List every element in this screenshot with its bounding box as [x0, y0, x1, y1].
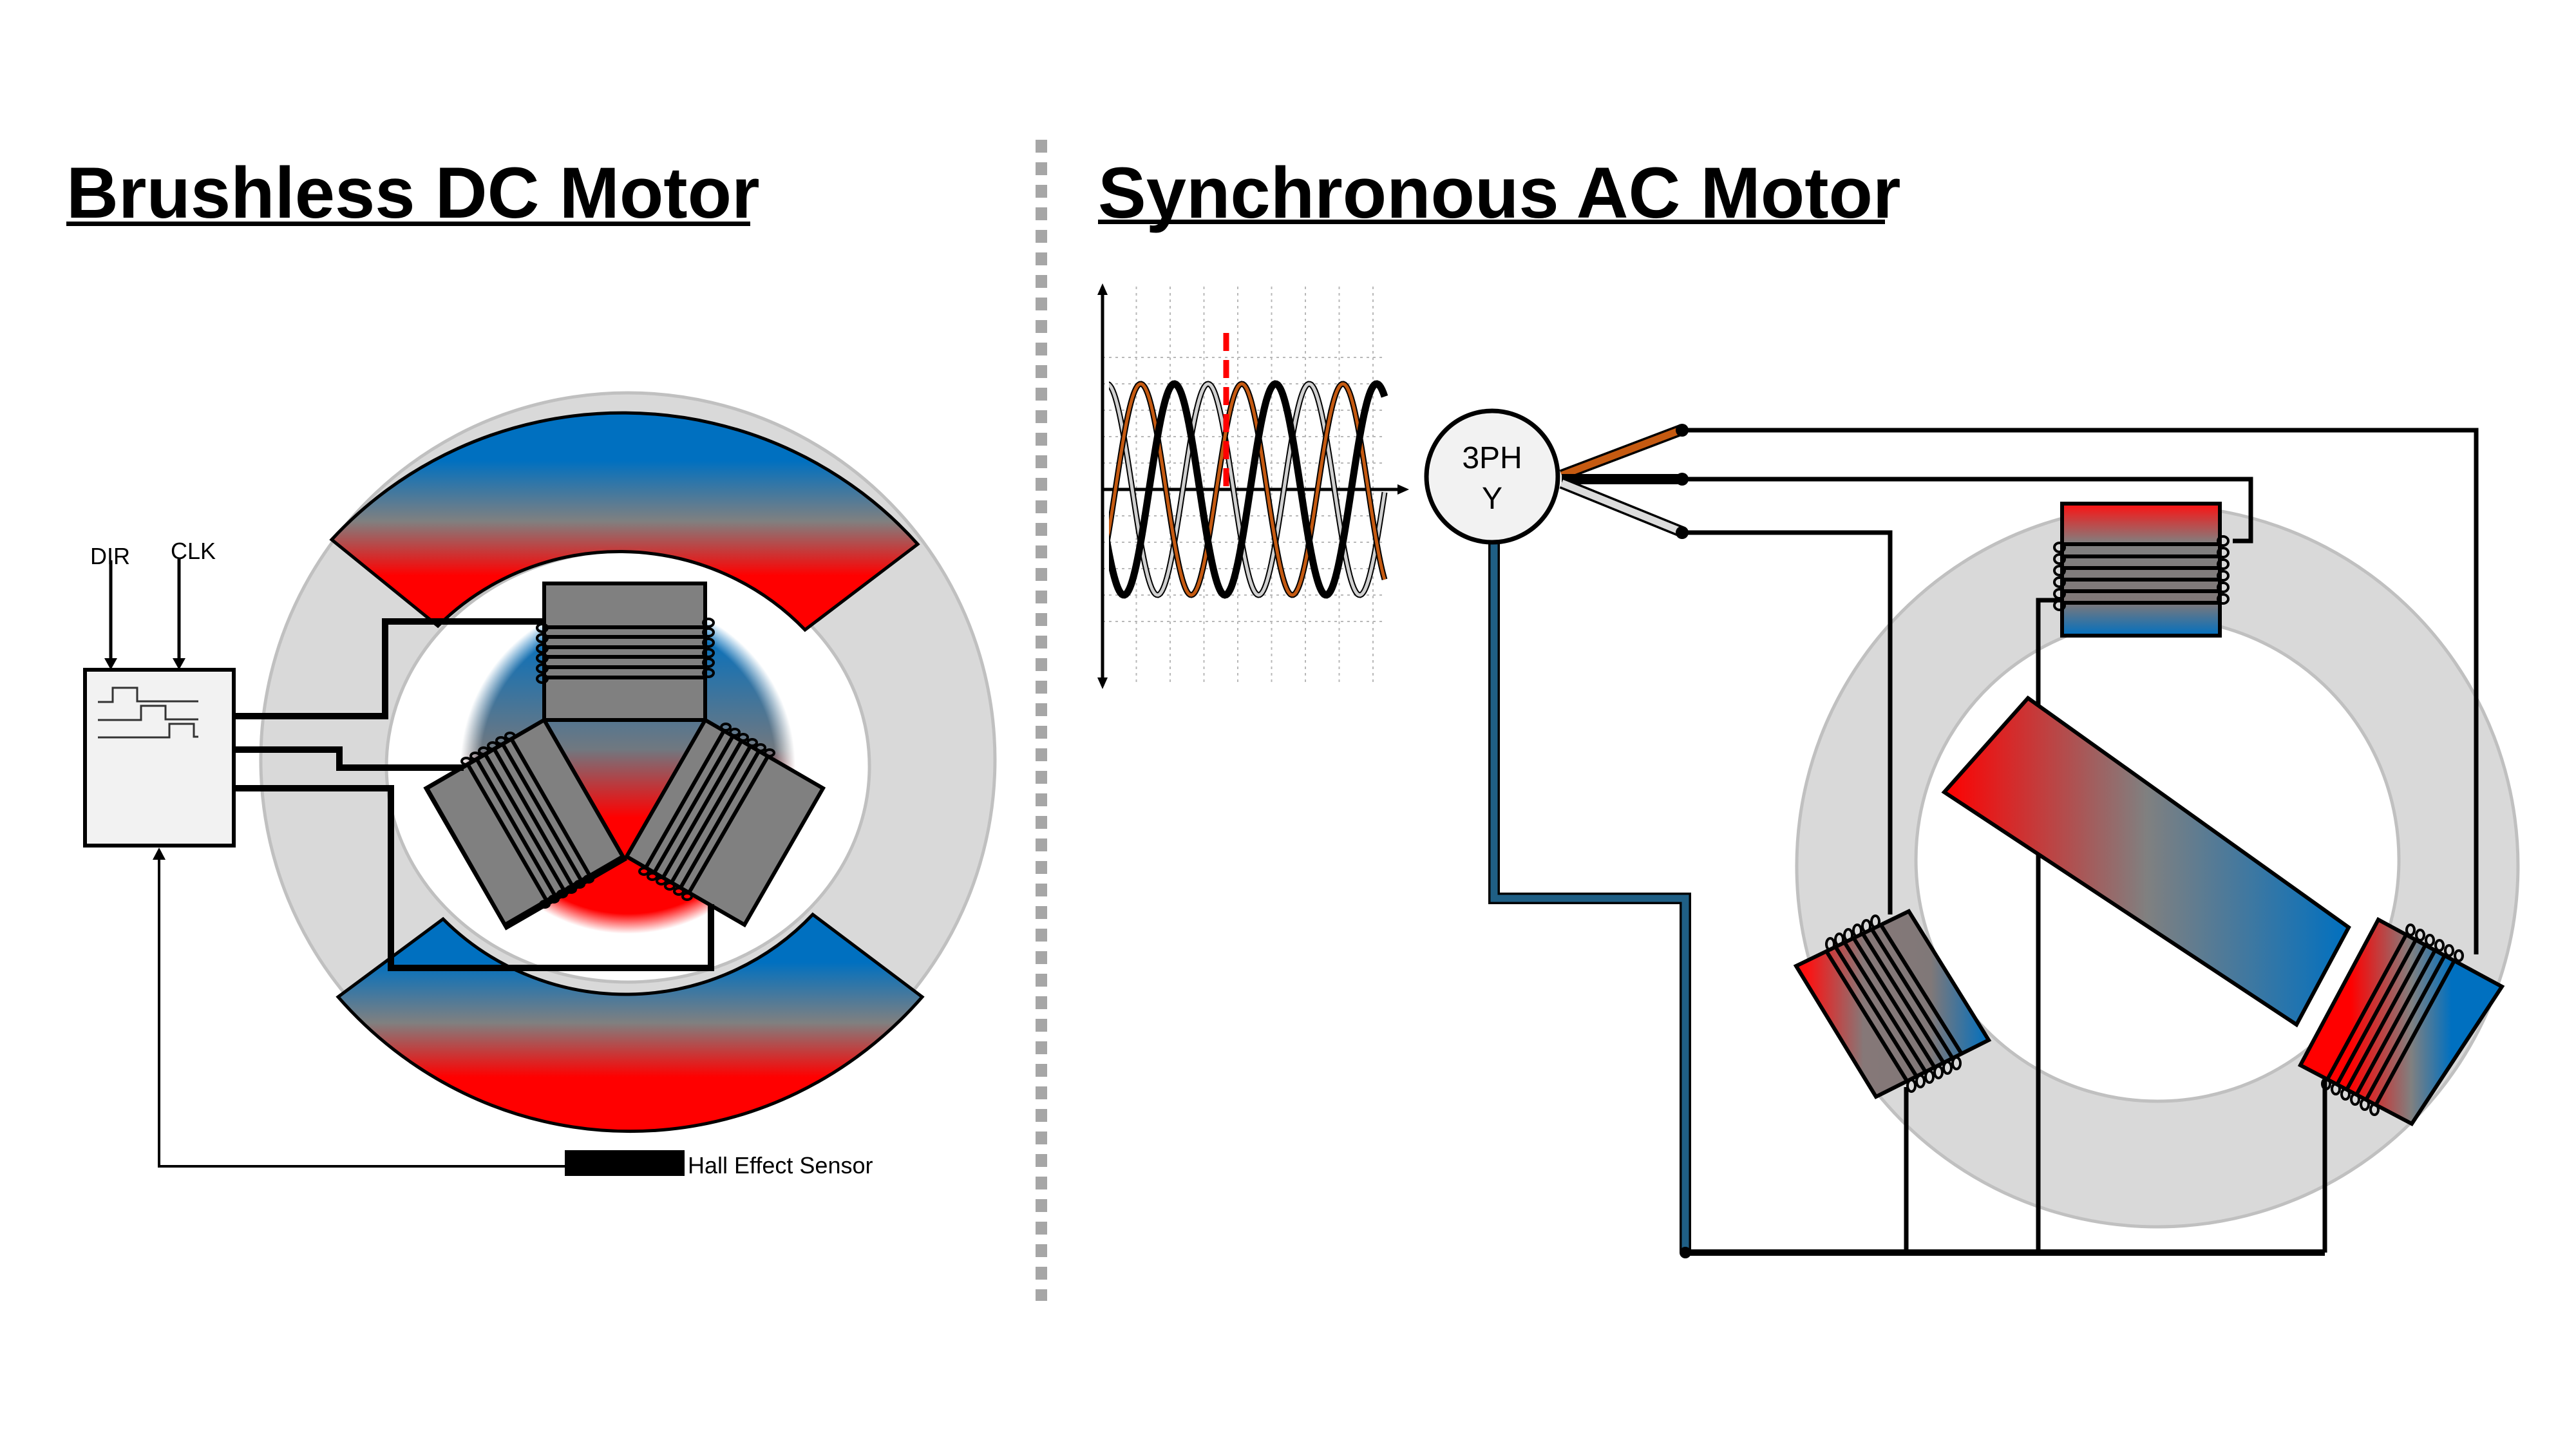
hall-feedback-wire	[158, 858, 570, 1168]
bldc-phase-wire-2	[233, 746, 464, 771]
source-circle	[1424, 408, 1560, 545]
dir-arrow-head-icon	[104, 658, 117, 670]
bldc-controller	[83, 668, 236, 848]
phase-a-lead	[1560, 426, 1683, 479]
phase-b-wire	[1682, 477, 2253, 544]
y-axis-arrow-down-icon	[1097, 677, 1108, 689]
source-label-line1: 3PH	[1462, 441, 1522, 475]
three-phase-waveform	[1097, 283, 1409, 689]
bldc-coil-right-loops	[638, 723, 775, 901]
right-title: Synchronous AC Motor	[1098, 153, 1901, 233]
controller-box	[83, 668, 236, 848]
hall-feedback-arrow-icon	[153, 848, 166, 860]
waveform-series	[1109, 380, 1388, 599]
ac-coil-left	[1793, 909, 1992, 1099]
bldc-coil-left-loops	[460, 732, 594, 909]
ac-motor: 3PH Y	[1097, 283, 2520, 1258]
bldc-coil-right-windings	[644, 730, 770, 894]
waveform-phase-2	[1109, 380, 1388, 599]
bldc-coil-top	[536, 582, 715, 722]
hall-effect-sensor	[565, 1150, 685, 1176]
bldc-motor: DIR CLK Hall Effect Sensor	[83, 391, 997, 1179]
neutral-junction	[1680, 1247, 1691, 1258]
phase-a-wire	[1682, 428, 2479, 954]
phase-c-lead	[1560, 479, 1684, 536]
waveform-phase-1	[1109, 382, 1387, 597]
ac-coil-right	[2297, 916, 2505, 1126]
neutral-wire	[1490, 541, 1689, 1253]
ac-rotor-magnet	[1941, 695, 2351, 1028]
three-phase-source: 3PH Y	[1424, 408, 1691, 1253]
bldc-magnet-bottom	[336, 912, 925, 1133]
bldc-coil-left-windings	[466, 739, 592, 902]
bldc-phase-wire-3	[233, 785, 714, 971]
y-axis-arrow-up-icon	[1097, 283, 1108, 295]
left-title: Brushless DC Motor	[66, 153, 760, 233]
clk-arrow-head-icon	[173, 658, 185, 670]
phase-c-wire	[1682, 530, 1893, 914]
bldc-magnet-top	[329, 411, 920, 632]
left-title-underline	[66, 222, 750, 226]
bldc-phase-wire-1	[233, 618, 544, 719]
three-phase-pulse-icon	[98, 687, 198, 739]
waveform-grid	[1103, 287, 1385, 683]
hall-sensor-label: Hall Effect Sensor	[688, 1152, 873, 1179]
source-label-line2: Y	[1482, 482, 1502, 516]
ac-coil-top	[2053, 502, 2230, 638]
left-title-text: Brushless DC Motor	[66, 153, 760, 233]
x-axis-arrow-icon	[1397, 484, 1409, 495]
right-title-underline	[1098, 220, 1885, 224]
